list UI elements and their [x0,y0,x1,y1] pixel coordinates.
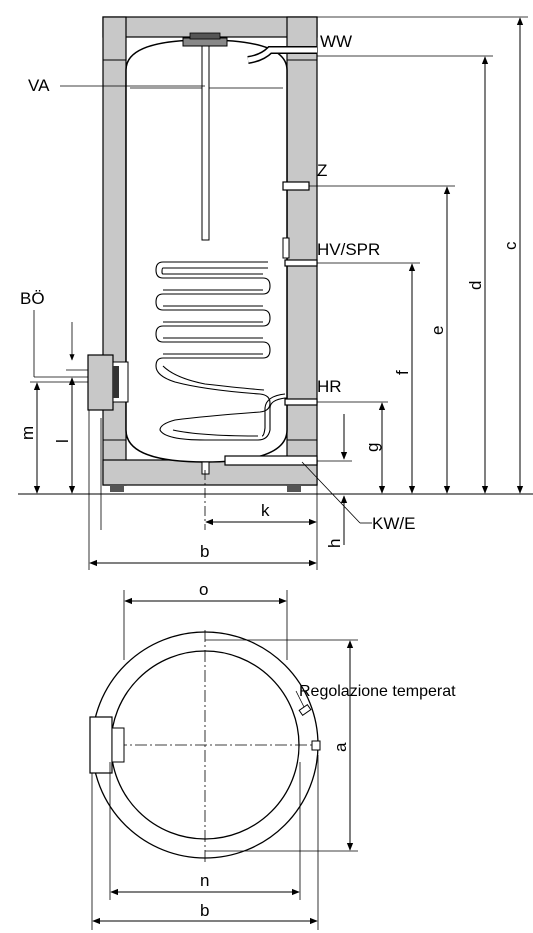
hv-spr-connection [282,237,290,259]
temp-regulator [298,703,312,717]
dim-n-label: n [200,871,209,890]
bottom-drain [201,461,210,475]
label-va: VA [28,76,50,95]
dim-b-top-label: b [200,901,209,920]
label-hr: HR [317,377,342,396]
label-bo: BÖ [20,289,45,308]
top-flange-left [89,716,113,774]
dim-c-label: c [501,241,520,250]
label-z: Z [317,161,327,180]
dim-h-label: h [325,539,344,548]
hr-connection [284,398,318,406]
label-ww: WW [320,32,352,51]
dim-k-label: k [261,501,270,520]
label-temp-regulation: Regolazione temperat [299,683,456,700]
anode-rod [201,45,210,241]
dim-g-label: g [363,443,382,452]
kw-e-pipe [224,455,318,466]
inspection-flange [87,354,129,411]
dim-f-label: f [393,370,412,375]
dim-m-label: m [18,426,37,440]
dim-o-label: o [199,580,208,599]
side-view: c d e f g h KW/E k b m l [18,16,533,570]
label-kw-e: KW/E [372,514,415,533]
label-hv-spr: HV/SPR [317,240,380,259]
top-view: Regolazione temperat o a n b [89,580,456,930]
dim-e-label: e [428,326,447,335]
dim-l-label: l [53,439,72,443]
dim-b-side-label: b [200,542,209,561]
dim-d-label: d [466,281,485,290]
heat-exchanger-coil [155,261,287,441]
feet [110,485,301,492]
dim-a-label: a [331,742,350,752]
tank-body [125,39,288,463]
top-connector-right [311,740,321,751]
z-connection [282,181,310,191]
